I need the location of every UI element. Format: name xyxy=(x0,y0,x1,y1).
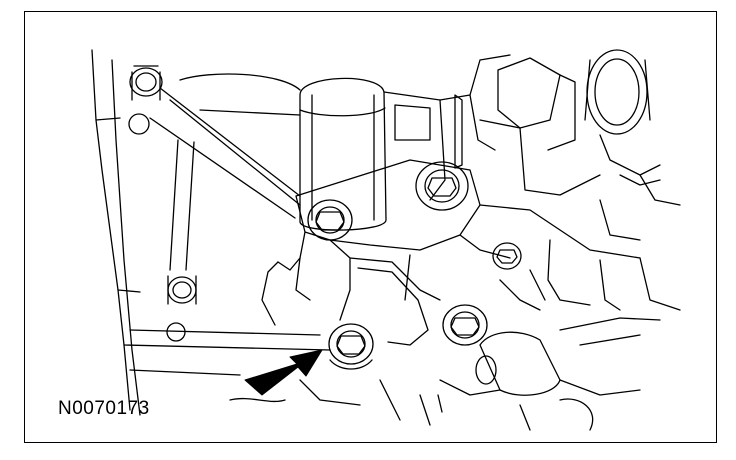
bolt-icon xyxy=(329,324,373,369)
bolt-icon xyxy=(308,200,352,240)
bolt-icon xyxy=(167,140,196,341)
bolt-icon xyxy=(443,305,487,345)
oil-filter xyxy=(300,78,386,230)
arrow-icon xyxy=(245,350,322,395)
bolt-icon xyxy=(129,66,162,134)
upper-housing xyxy=(180,55,600,200)
bolt-icon xyxy=(493,243,521,269)
round-port xyxy=(585,50,680,205)
right-details xyxy=(500,175,660,310)
diagonal-brace xyxy=(150,88,300,218)
figure-id-label: N0070173 xyxy=(58,398,150,419)
engine-block-left xyxy=(92,50,330,415)
lower-housing xyxy=(230,258,680,430)
mount-bracket xyxy=(262,160,640,345)
bolt-icon xyxy=(416,162,468,210)
